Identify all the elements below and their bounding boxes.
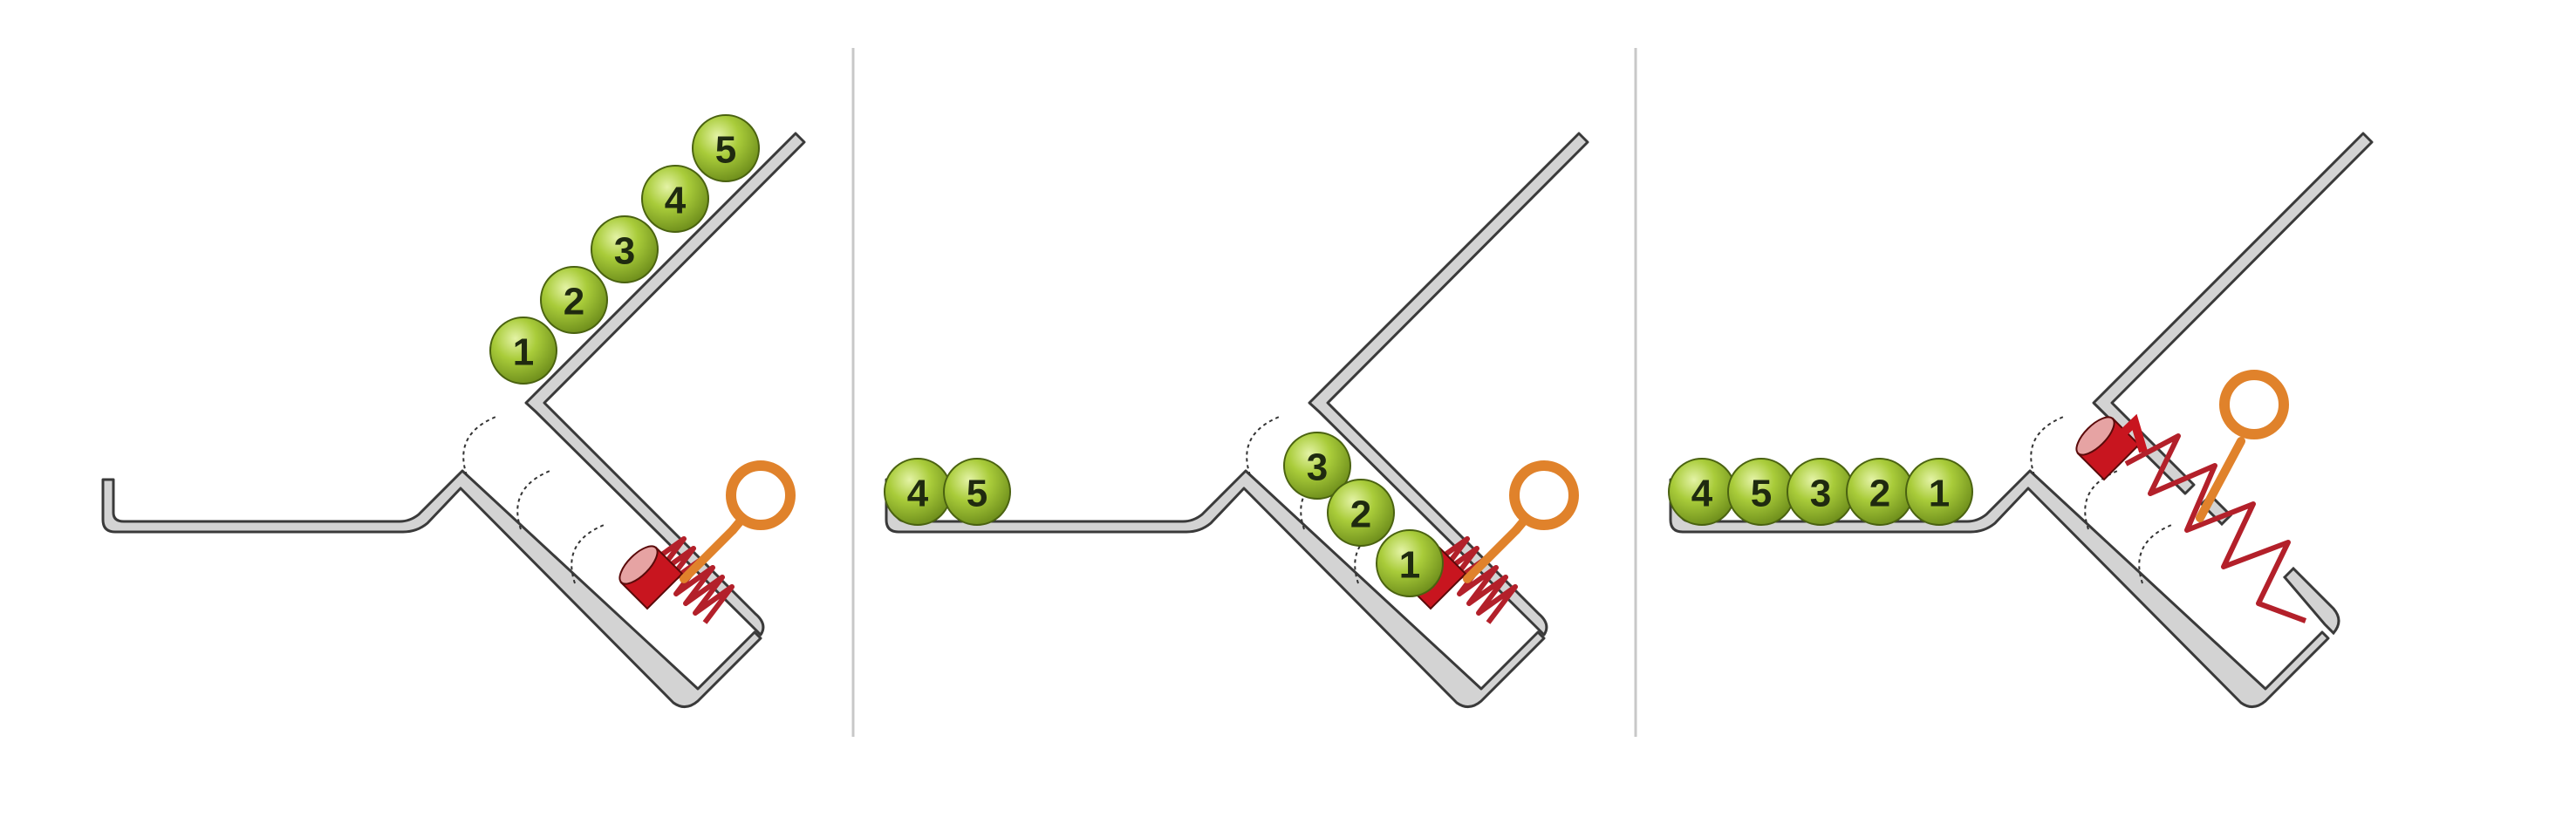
tube-ring [571, 523, 607, 584]
ball-label: 1 [1399, 544, 1420, 587]
tube-ring [2084, 469, 2121, 530]
pull-ring-icon [726, 460, 796, 530]
ball-label: 1 [1929, 473, 1950, 515]
pull-ring-icon [2219, 370, 2289, 439]
pin-stem [1463, 526, 1520, 583]
ball: 2 [1846, 458, 1914, 526]
tube-end-cap [2282, 566, 2340, 636]
piston-face [618, 545, 659, 585]
ball: 4 [1668, 458, 1736, 526]
ball: 3 [591, 215, 659, 283]
pin-neck [728, 515, 746, 535]
ball: 5 [943, 458, 1011, 526]
chute-wall [1308, 132, 1589, 637]
ball-label: 4 [907, 473, 929, 515]
ball: 4 [884, 458, 952, 526]
tube-ring [516, 469, 553, 530]
piston-face [2075, 416, 2115, 456]
ball-body [641, 165, 709, 233]
ball: 1 [1376, 529, 1444, 597]
ball: 4 [641, 165, 709, 233]
tube-ring [2138, 523, 2175, 584]
ball: 1 [1905, 458, 1973, 526]
ball-body [1327, 479, 1395, 547]
pull-ring-icon [1509, 460, 1579, 530]
ball-body [591, 215, 659, 283]
ball-body [489, 317, 557, 385]
ball-body [1283, 432, 1351, 500]
ball-body [1376, 529, 1444, 597]
piston-hook [2109, 413, 2148, 453]
ball-label: 5 [967, 473, 987, 515]
ball-body [540, 266, 608, 334]
ball-label: 4 [665, 180, 687, 222]
chute-wall [2092, 132, 2374, 495]
ball-label: 2 [1350, 494, 1371, 536]
tube-ring [1354, 523, 1390, 584]
ball-body [1905, 458, 1973, 526]
tube-ring [2030, 415, 2067, 476]
ball: 2 [540, 266, 608, 334]
ball-label: 1 [513, 331, 534, 374]
tube-ring [1246, 415, 1282, 476]
ball-label: 2 [1869, 473, 1890, 515]
ball-label: 3 [1810, 473, 1831, 515]
ball-label: 2 [564, 281, 584, 323]
pin-stem [680, 526, 737, 583]
pin-neck [1512, 515, 1529, 535]
ball-label: 3 [614, 230, 635, 273]
tray-channel [101, 469, 762, 708]
ball: 2 [1327, 479, 1395, 547]
ball-label: 4 [1691, 473, 1713, 515]
ball: 5 [692, 114, 760, 182]
ball: 1 [489, 317, 557, 385]
ball-label: 3 [1307, 446, 1328, 489]
ball-label: 5 [715, 129, 736, 172]
tube-ring [462, 415, 499, 476]
ball-label: 5 [1751, 473, 1772, 515]
ball: 5 [1727, 458, 1795, 526]
ball: 3 [1283, 432, 1351, 500]
pin-stem [2196, 437, 2245, 522]
chute-wall [524, 132, 806, 637]
ball-body [692, 114, 760, 182]
spring-extended [2124, 433, 2307, 623]
ball-body [943, 458, 1011, 526]
ball: 3 [1787, 458, 1855, 526]
